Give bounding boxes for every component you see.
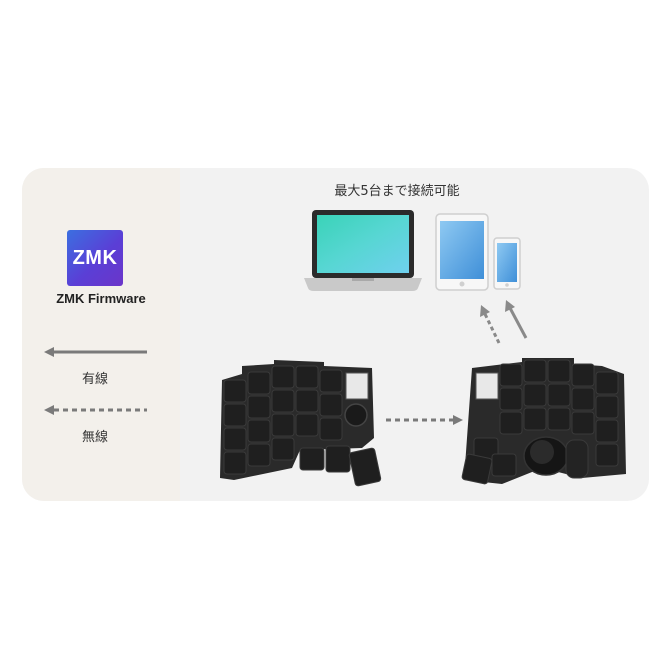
devices-title: 最大5台まで接続可能 — [334, 184, 460, 199]
zmk-logo-text: ZMK — [72, 246, 118, 269]
firmware-name: ZMK Firmware — [56, 291, 146, 306]
zmk-logo: ZMK — [67, 230, 123, 286]
right-keyboard-half — [461, 358, 626, 485]
legend-arrows — [44, 347, 147, 415]
wired-label: 有線 — [82, 372, 109, 387]
connection-diagram — [220, 210, 626, 487]
wireless-label: 無線 — [82, 430, 109, 445]
left-keyboard-half — [220, 360, 382, 487]
legend-panel: ZMK ZMK Firmware 有線 無線 — [22, 168, 180, 501]
tablet-icon — [435, 213, 489, 291]
smartphone-icon — [493, 237, 521, 290]
inter-half-wireless-link — [386, 415, 463, 425]
wireless-arrow-to-devices — [480, 300, 528, 344]
wired-arrow — [44, 347, 147, 357]
laptop-icon — [304, 210, 422, 291]
wireless-arrow — [44, 405, 147, 415]
diagram-card: ZMK ZMK Firmware 有線 無線 最大5台まで接続可能 — [22, 168, 649, 501]
